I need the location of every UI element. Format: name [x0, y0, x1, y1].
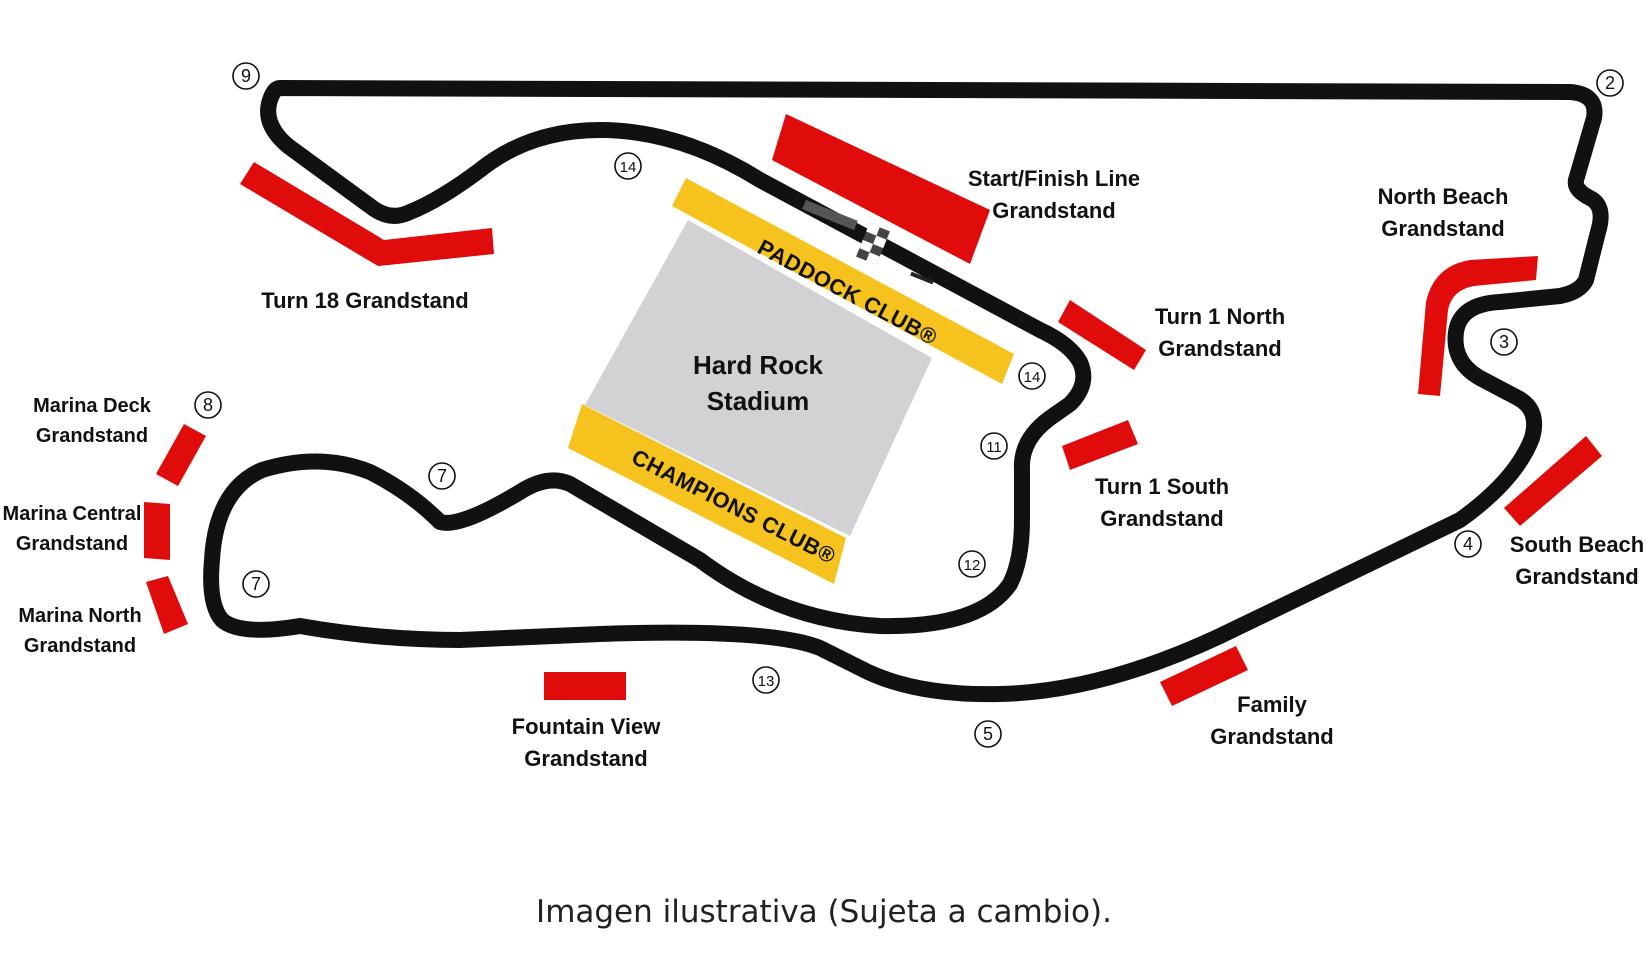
turn-number-12: 12: [964, 557, 981, 574]
turn-marker-3: [1490, 328, 1518, 356]
label-north-beach-line1: North Beach: [1378, 184, 1509, 209]
checkered-flag-icon: [802, 199, 934, 285]
race-track: [203, 80, 1609, 703]
label-turn1-south-line2: Grandstand: [1100, 506, 1223, 531]
label-marina-deck-line1: Marina Deck: [33, 395, 152, 417]
grandstand-turn1-south-block[interactable]: [1062, 420, 1138, 470]
turn-marker-9: [232, 62, 260, 90]
turn-marker-14b: [1018, 362, 1046, 390]
turn-number-2: 2: [1605, 73, 1615, 93]
label-marina-north-line1: Marina North: [18, 605, 141, 627]
label-turn1-north-line1: Turn 1 North: [1155, 304, 1285, 329]
label-start-finish-line1: Start/Finish Line: [968, 166, 1140, 191]
grandstand-family-block[interactable]: [1160, 646, 1248, 706]
turn-number-7b: 7: [251, 574, 261, 594]
label-fountain-view-line1: Fountain View: [512, 714, 662, 739]
turn-marker-11: [980, 432, 1008, 460]
label-marina-central-line2: Grandstand: [16, 533, 128, 555]
turn-marker-14a: [614, 152, 642, 180]
turn-marker-7a: [428, 462, 456, 490]
label-turn1-north-line2: Grandstand: [1158, 336, 1281, 361]
grandstand-turn18-block[interactable]: [240, 162, 494, 266]
stadium-field: [585, 220, 932, 536]
turn-number-11: 11: [986, 439, 1002, 456]
turn-marker-7b: [242, 570, 270, 598]
turn-marker-2: [1596, 69, 1624, 97]
turn-marker-12: [958, 550, 986, 578]
turn-number-5: 5: [983, 724, 993, 744]
label-fountain-view-line2: Grandstand: [524, 746, 647, 771]
label-family-line1: Family: [1237, 692, 1307, 717]
grandstand-marina-deck-block[interactable]: [156, 424, 206, 486]
turn-number-14b: 14: [1024, 369, 1041, 386]
grandstand-north-beach-block[interactable]: [1418, 256, 1538, 396]
turn-number-14a: 14: [620, 159, 637, 176]
stadium-label-line2: Stadium: [707, 386, 810, 416]
label-family-line2: Grandstand: [1210, 724, 1333, 749]
label-south-beach-line2: Grandstand: [1515, 564, 1638, 589]
turn-number-13: 13: [758, 673, 775, 690]
label-north-beach-line2: Grandstand: [1381, 216, 1504, 241]
grandstand-south-beach-block[interactable]: [1504, 436, 1602, 526]
stadium-label-line1: Hard Rock: [693, 350, 824, 380]
grandstand-fountain-view-block[interactable]: [544, 672, 626, 700]
grandstand-marina-central-block[interactable]: [144, 502, 170, 560]
turn-marker-4: [1454, 530, 1482, 558]
grandstand-turn1-north-block[interactable]: [1058, 300, 1146, 370]
label-marina-north-line2: Grandstand: [24, 635, 136, 657]
label-turn1-south-line1: Turn 1 South: [1095, 474, 1229, 499]
label-south-beach-line1: South Beach: [1510, 532, 1644, 557]
label-marina-deck-line2: Grandstand: [36, 425, 148, 447]
turn-number-4: 4: [1463, 534, 1473, 554]
turn-marker-5: [974, 720, 1002, 748]
turn-number-7a: 7: [437, 466, 447, 486]
caption: Imagen ilustrativa (Sujeta a cambio).: [536, 894, 1112, 930]
label-start-finish-line2: Grandstand: [992, 198, 1115, 223]
turn-number-8: 8: [203, 395, 213, 415]
label-marina-central-line1: Marina Central: [3, 503, 142, 525]
turn-number-3: 3: [1499, 332, 1509, 352]
turn-marker-8: [194, 391, 222, 419]
turn-number-9: 9: [241, 66, 251, 86]
label-turn18: Turn 18 Grandstand: [261, 288, 468, 313]
grandstand-start-finish-block[interactable]: [772, 114, 990, 264]
turn-marker-13: [752, 666, 780, 694]
grandstand-marina-north-block[interactable]: [146, 576, 188, 634]
